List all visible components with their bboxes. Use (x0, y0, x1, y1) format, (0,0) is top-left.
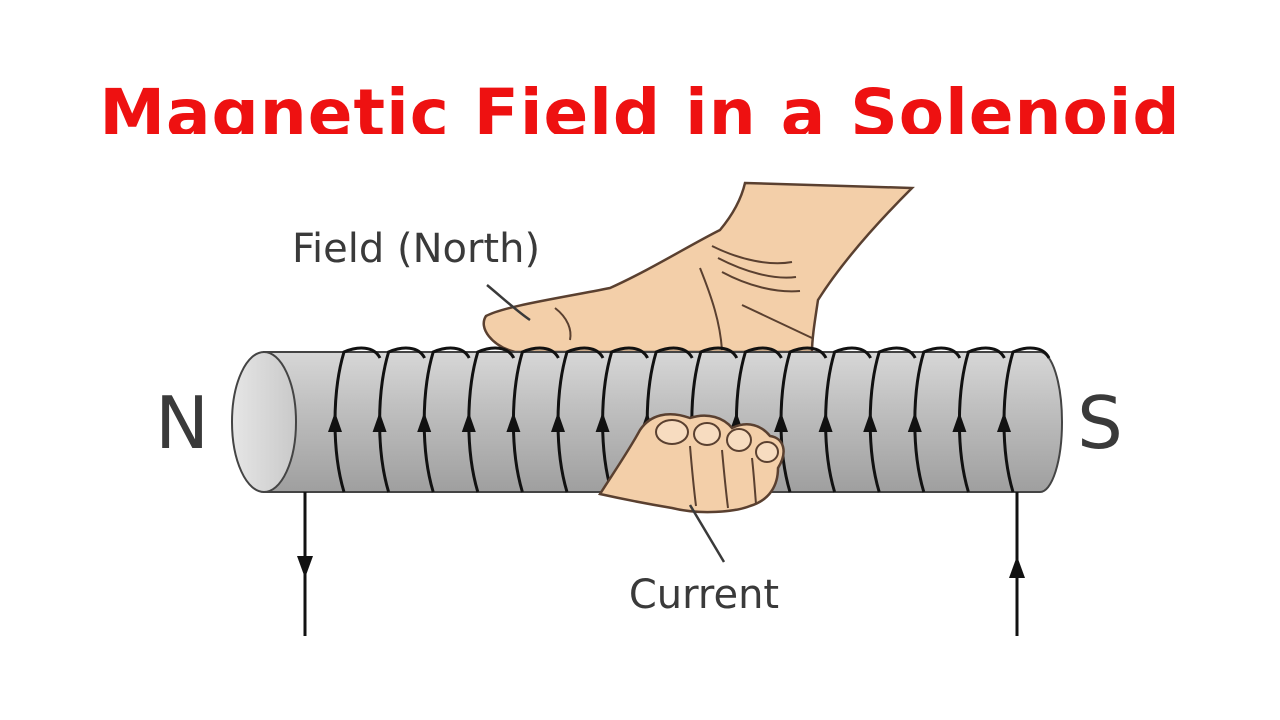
current-arrow-icon (952, 412, 967, 432)
north-pole-label: N (155, 381, 209, 465)
current-arrow-icon (774, 412, 788, 432)
coil-turn (511, 346, 560, 493)
right-hand-fingers (597, 413, 785, 514)
coil-turn (868, 346, 917, 493)
title-clip: Magnetic Field in a Solenoid (0, 60, 1280, 134)
arrow-down-icon (297, 556, 313, 578)
coil-turn (422, 346, 471, 493)
current-arrow-icon (551, 412, 565, 432)
coil-turn (957, 346, 1006, 493)
current-arrow-icon (372, 412, 387, 432)
current-arrow-icon (595, 412, 610, 432)
current-arrow-icon (863, 412, 878, 432)
current-arrow-icon (328, 412, 342, 432)
current-arrow-icon (506, 412, 521, 432)
coil-turn (378, 346, 426, 493)
page-title: Magnetic Field in a Solenoid (99, 75, 1181, 134)
current-arrow-icon (997, 412, 1011, 432)
current-arrow-icon (461, 412, 476, 432)
current-arrow-icon (818, 412, 833, 432)
right-lead-wire (1009, 492, 1025, 636)
right-hand-palm (482, 181, 915, 354)
coil-turn (333, 346, 382, 493)
coil-turn (556, 346, 605, 493)
coil-turn (1002, 346, 1051, 493)
field-leader-line (486, 284, 531, 322)
south-pole-label: S (1077, 381, 1123, 465)
arrow-up-icon (1009, 556, 1025, 578)
coil-turn (601, 346, 649, 493)
coil-turn (467, 346, 516, 493)
left-lead-wire (297, 492, 313, 636)
coil-turn (913, 346, 962, 493)
current-arrow-icon (417, 412, 432, 432)
label-current: Current (629, 572, 779, 618)
coil-turn (824, 346, 872, 493)
current-leader-line (688, 504, 726, 563)
label-field-north: Field (North) (292, 226, 540, 272)
current-arrow-icon (907, 412, 922, 432)
